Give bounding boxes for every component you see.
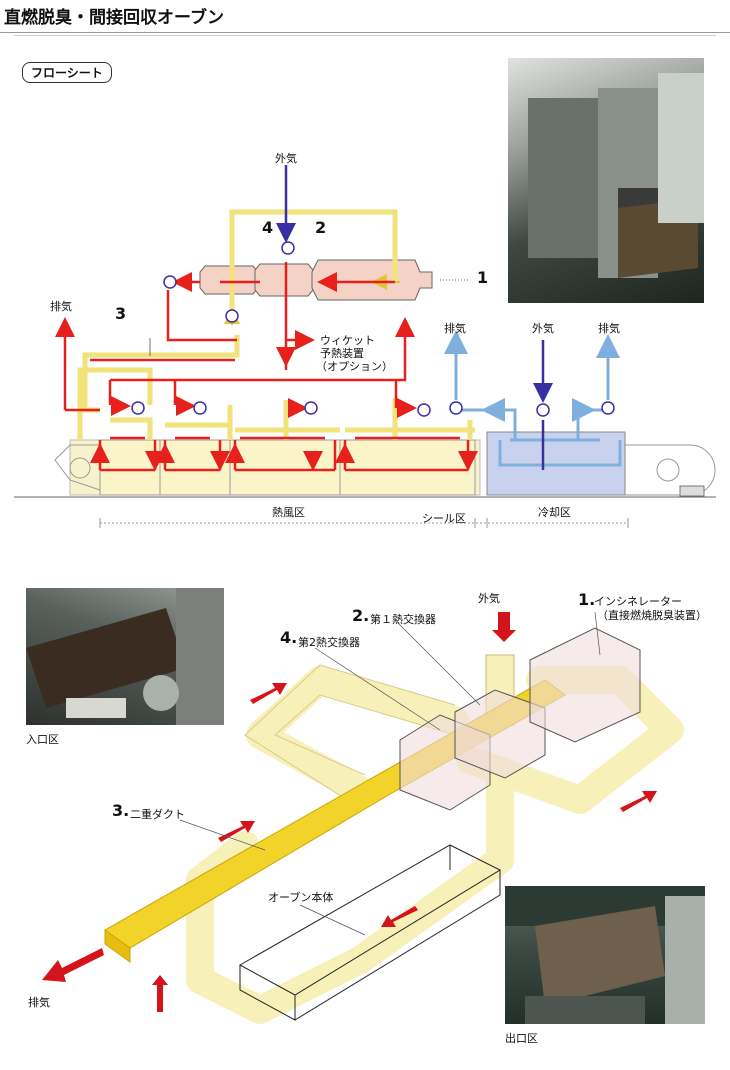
label-heat-exchanger-2: 第2熱交換器 (298, 636, 360, 649)
iso-label-outside-air: 外気 (478, 592, 500, 605)
label-entrance: 入口区 (26, 733, 59, 746)
flow-sheet-badge: フローシート (22, 62, 112, 83)
callout-number: 1. (578, 590, 596, 609)
photo-oven-line (508, 58, 704, 303)
callout-number: 3 (115, 304, 127, 323)
label-double-duct: 二重ダクト (130, 808, 185, 821)
page-title: 直燃脱臭・間接回収オーブン (4, 8, 224, 28)
zone-label-seal: シール区 (422, 512, 466, 525)
zone-label-cool: 冷却区 (538, 506, 571, 519)
flow-arrow-icon (381, 906, 418, 927)
flow-arrow-icon (152, 975, 168, 1012)
outside-air-down-arrow (492, 612, 516, 642)
callout-number: 1 (477, 268, 489, 287)
exhaust-arrow (42, 948, 104, 982)
title-divider (0, 32, 730, 33)
label-heat-exchanger-1: 第１熱交換器 (370, 613, 436, 626)
label-outside-air: 外気 (532, 322, 554, 335)
fan-icon (193, 401, 207, 415)
flow-arrow-icon (250, 683, 287, 704)
photo-entrance (26, 588, 224, 725)
fan-icon (131, 401, 145, 415)
zone-label-hot: 熱風区 (272, 506, 305, 519)
label-exit: 出口区 (505, 1032, 538, 1045)
callout-number: 2. (352, 606, 370, 625)
fan-icon (304, 401, 318, 415)
fan-icon (417, 403, 431, 417)
label-incinerator: インシネレーター (594, 595, 682, 608)
label-exhaust: 排気 (50, 300, 72, 313)
label-oven-body: オーブン本体 (268, 891, 334, 904)
label-wicket: 予熱装置 (320, 347, 364, 360)
callout-number: 2 (315, 218, 327, 237)
callout-number: 4 (262, 218, 274, 237)
label-wicket: ウィケット (320, 334, 375, 347)
fan-icon (449, 401, 463, 415)
label-exhaust: 排気 (598, 322, 620, 335)
label-exhaust: 排気 (28, 996, 50, 1009)
label-outside-air: 外気 (275, 152, 297, 165)
motor-icon (679, 485, 705, 497)
fan-icon (225, 309, 239, 323)
label-incinerator-sub: （直接燃焼脱臭装置） (597, 609, 707, 622)
fan-icon (536, 403, 550, 417)
callout-number: 3. (112, 801, 130, 820)
isometric-diagram (42, 611, 684, 1024)
callout-number: 4. (280, 628, 298, 647)
photo-exit (505, 886, 705, 1024)
flow-arrow-icon (620, 791, 657, 812)
fan-icon (281, 241, 295, 255)
label-exhaust: 排気 (444, 322, 466, 335)
fan-icon (601, 401, 615, 415)
fan-icon (163, 275, 177, 289)
label-wicket: （オプション） (316, 360, 393, 373)
incinerator-assembly (199, 259, 470, 301)
